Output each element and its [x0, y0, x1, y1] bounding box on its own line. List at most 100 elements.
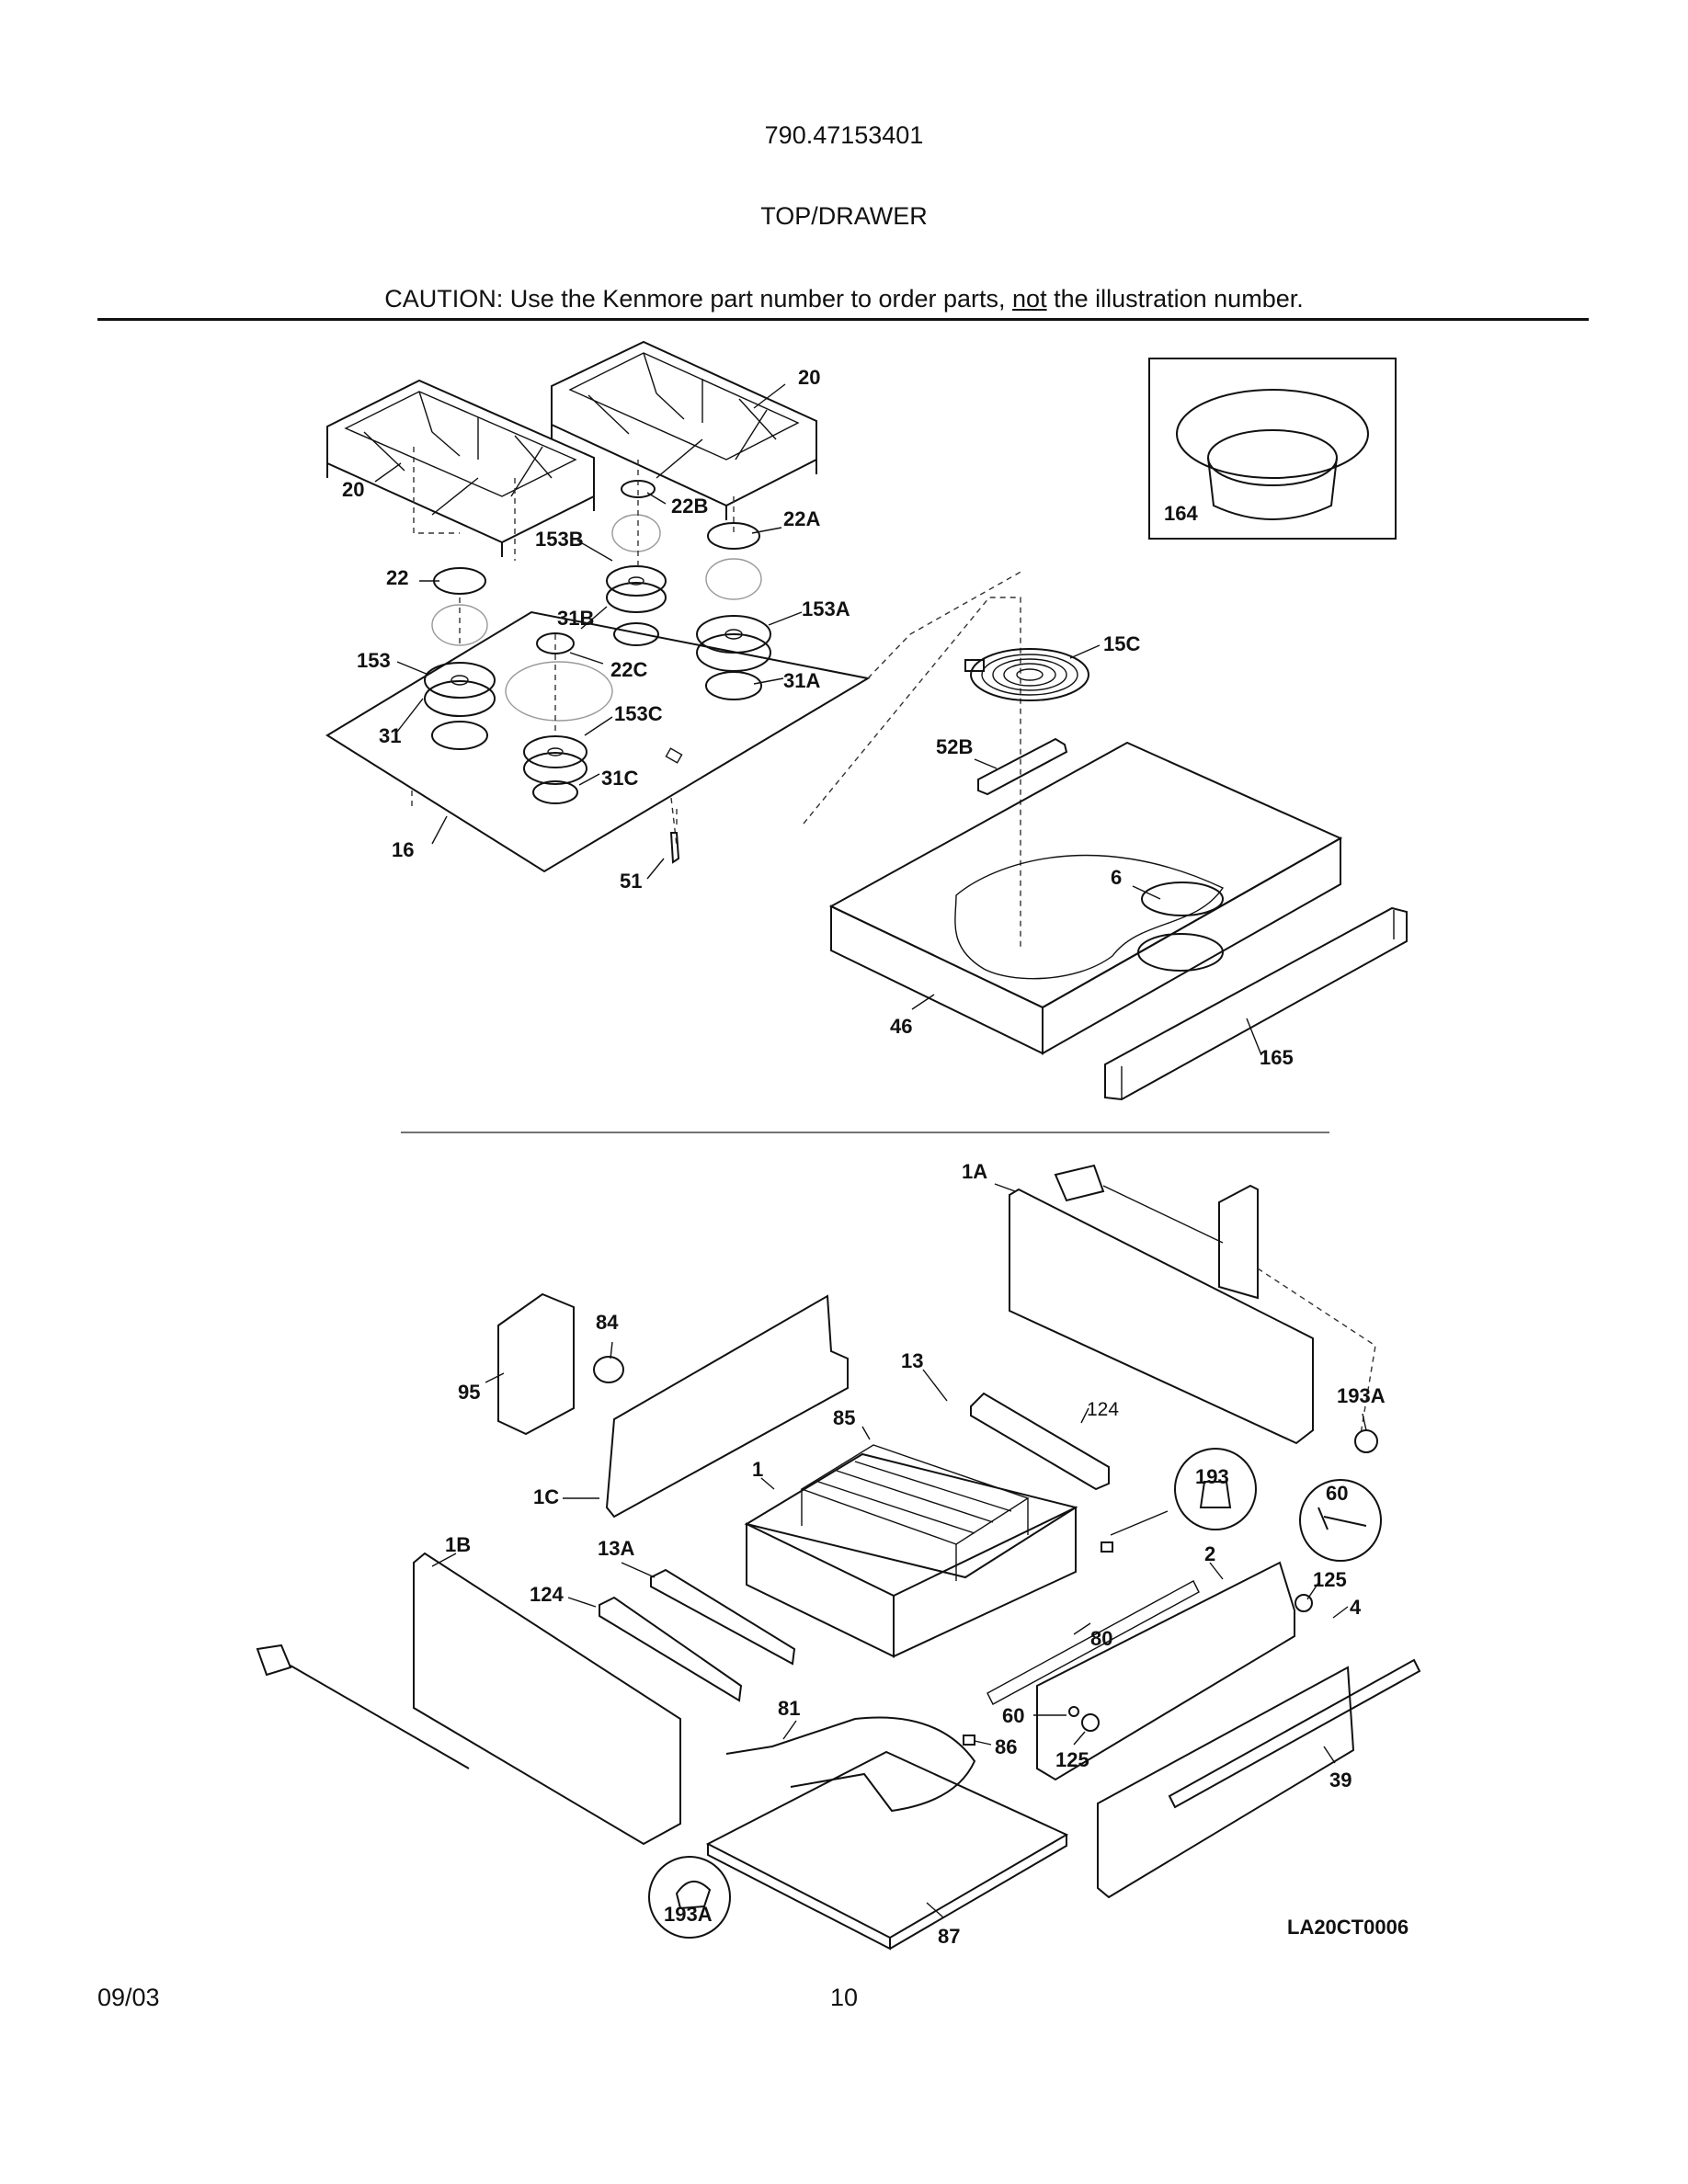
callout-46: 46 [890, 1015, 912, 1038]
burner-cap-22 [433, 567, 486, 595]
callout-87: 87 [938, 1925, 960, 1948]
bracket-86 [963, 1735, 975, 1746]
burner-cap-22a [707, 522, 760, 550]
leader-lines [374, 383, 1367, 1918]
callout-52b: 52B [936, 735, 973, 758]
gasket-80 [987, 1580, 1200, 1705]
rail-124 [599, 1596, 743, 1702]
callout-31: 31 [379, 724, 401, 747]
callout-124: 124 [530, 1583, 564, 1606]
washer-125-top [1295, 1594, 1313, 1612]
callout-22c: 22C [610, 658, 647, 681]
page-number: 10 [829, 1984, 859, 2011]
cord-1b [256, 1644, 470, 1769]
callout-60: 60 [1002, 1704, 1024, 1727]
seal-31a [705, 671, 762, 700]
plug-193a-bottom [648, 1856, 731, 1939]
callout-39: 39 [1329, 1769, 1352, 1792]
callout-60: 60 [1326, 1482, 1348, 1505]
bracket-165 [1104, 906, 1408, 1101]
callout-20: 20 [798, 366, 820, 389]
right-grate [551, 340, 817, 520]
callout-80: 80 [1090, 1627, 1112, 1650]
caution-text-pre: CAUTION: Use the Kenmore part number to … [384, 285, 1013, 313]
callout-193a: 193A [664, 1903, 713, 1926]
callout-193a: 193A [1337, 1384, 1386, 1407]
callout-153a: 153A [802, 597, 850, 620]
junction-box-95 [497, 1292, 575, 1436]
plug-193 [1174, 1448, 1257, 1530]
callout-31b: 31B [557, 607, 594, 630]
callout-193: 193 [1195, 1465, 1229, 1488]
callout-1: 1 [752, 1458, 763, 1481]
header-rule [97, 318, 1589, 321]
callout-81: 81 [778, 1697, 800, 1720]
callout-1b: 1B [445, 1533, 471, 1556]
callout-85: 85 [833, 1406, 855, 1429]
callout-31c: 31C [601, 767, 638, 790]
callout-15c: 15C [1103, 632, 1140, 655]
callout-153c: 153C [614, 702, 663, 725]
callout-51: 51 [620, 870, 642, 893]
revision-date: 09/03 [97, 1984, 160, 2011]
rear-panel-1a [1009, 1164, 1376, 1445]
handle-39 [1168, 1658, 1421, 1809]
reference-code: LA20CT0006 [1287, 1916, 1409, 1939]
ghost-burner-head-4 [505, 661, 613, 722]
callout-20: 20 [342, 478, 364, 501]
chassis-46 [828, 741, 1343, 1055]
wire-rack-85 [800, 1444, 1030, 1581]
screw-60 [1299, 1479, 1382, 1562]
section-title: TOP/DRAWER [760, 202, 928, 230]
callout-22b: 22B [671, 495, 708, 518]
burner-153b [606, 565, 667, 613]
slide-rail-13 [970, 1392, 1110, 1491]
callout-86: 86 [995, 1735, 1017, 1758]
inset-box-164 [1148, 358, 1397, 540]
caution-emphasis: not [1012, 285, 1047, 313]
callout-2: 2 [1204, 1542, 1215, 1565]
ghost-burner-head-3 [431, 604, 488, 646]
burner-153 [424, 662, 496, 717]
callout-84: 84 [596, 1311, 619, 1334]
callout-153: 153 [357, 649, 391, 672]
callout-125: 125 [1313, 1568, 1347, 1591]
washer-125-bottom [1081, 1713, 1100, 1732]
drawer-front-inner-2 [1036, 1561, 1295, 1781]
ignitor-51 [669, 832, 680, 864]
bracket-52b [977, 737, 1068, 796]
burner-cap-22c [536, 632, 575, 654]
drawer-box-1 [744, 1452, 1078, 1658]
ghost-burner-head-1 [611, 514, 661, 552]
seal-31c [532, 780, 578, 804]
screw-60-bottom [1068, 1706, 1079, 1717]
switch-84 [593, 1356, 624, 1383]
model-number: 790.47153401 [764, 121, 924, 149]
callout-16: 16 [392, 838, 414, 861]
seal-31b [613, 622, 659, 646]
callout-6: 6 [1111, 866, 1122, 889]
callout-1a: 1A [962, 1160, 987, 1183]
caution-note: CAUTION: Use the Kenmore part number to … [0, 285, 1688, 313]
caution-text-post: the illustration number. [1046, 285, 1304, 313]
tray-87 [705, 1750, 1069, 1939]
callout-22: 22 [386, 566, 408, 589]
ghost-burner-head-2 [705, 558, 762, 600]
cooktop-indicator [665, 747, 683, 764]
knob-193a-top [1354, 1429, 1378, 1453]
burner-153c [523, 735, 587, 785]
callout-165: 165 [1260, 1046, 1294, 1069]
side-panel-1b [413, 1552, 681, 1846]
callout-164: 164 [1164, 502, 1198, 525]
seal-31 [431, 721, 488, 750]
burner-alignment-lines [411, 447, 735, 827]
clip-193 [1101, 1541, 1113, 1553]
callout-13a: 13A [598, 1537, 634, 1560]
callout-31a: 31A [783, 669, 820, 692]
callout-95: 95 [458, 1381, 480, 1404]
drawer-front-4 [1097, 1666, 1355, 1899]
callout-125: 125 [1055, 1748, 1089, 1771]
radiant-element-15c [964, 648, 1089, 701]
left-grate [326, 379, 595, 557]
